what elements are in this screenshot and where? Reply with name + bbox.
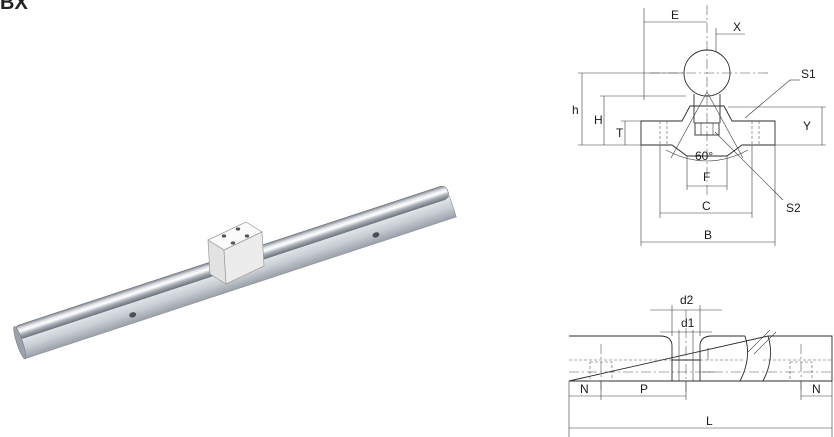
label-B: B <box>704 228 712 242</box>
label-T: T <box>616 126 624 140</box>
label-h: h <box>572 103 579 117</box>
label-angle: 60° <box>695 149 713 163</box>
label-Y: Y <box>803 119 811 133</box>
label-S2: S2 <box>786 201 801 215</box>
rail-end <box>13 326 26 359</box>
rail-hole-right <box>372 232 380 238</box>
label-d2: d2 <box>680 293 694 307</box>
bearing-block <box>207 221 265 285</box>
page-heading: BX <box>0 0 28 14</box>
label-d1: d1 <box>681 316 695 330</box>
label-P: P <box>640 382 648 396</box>
rail-hole-left <box>129 312 137 318</box>
product-illustration <box>13 185 457 360</box>
label-X: X <box>733 20 741 34</box>
label-N-right: N <box>812 382 821 396</box>
label-L: L <box>706 414 713 428</box>
label-F: F <box>703 170 710 184</box>
label-E: E <box>671 8 679 22</box>
label-C: C <box>702 199 711 213</box>
label-N-left: N <box>580 382 589 396</box>
side-view: d2 d1 N P N L <box>568 293 833 437</box>
label-S1: S1 <box>801 67 816 81</box>
section-view: E X h H T Y S1 S2 60° F <box>572 5 826 246</box>
label-H: H <box>594 113 603 127</box>
